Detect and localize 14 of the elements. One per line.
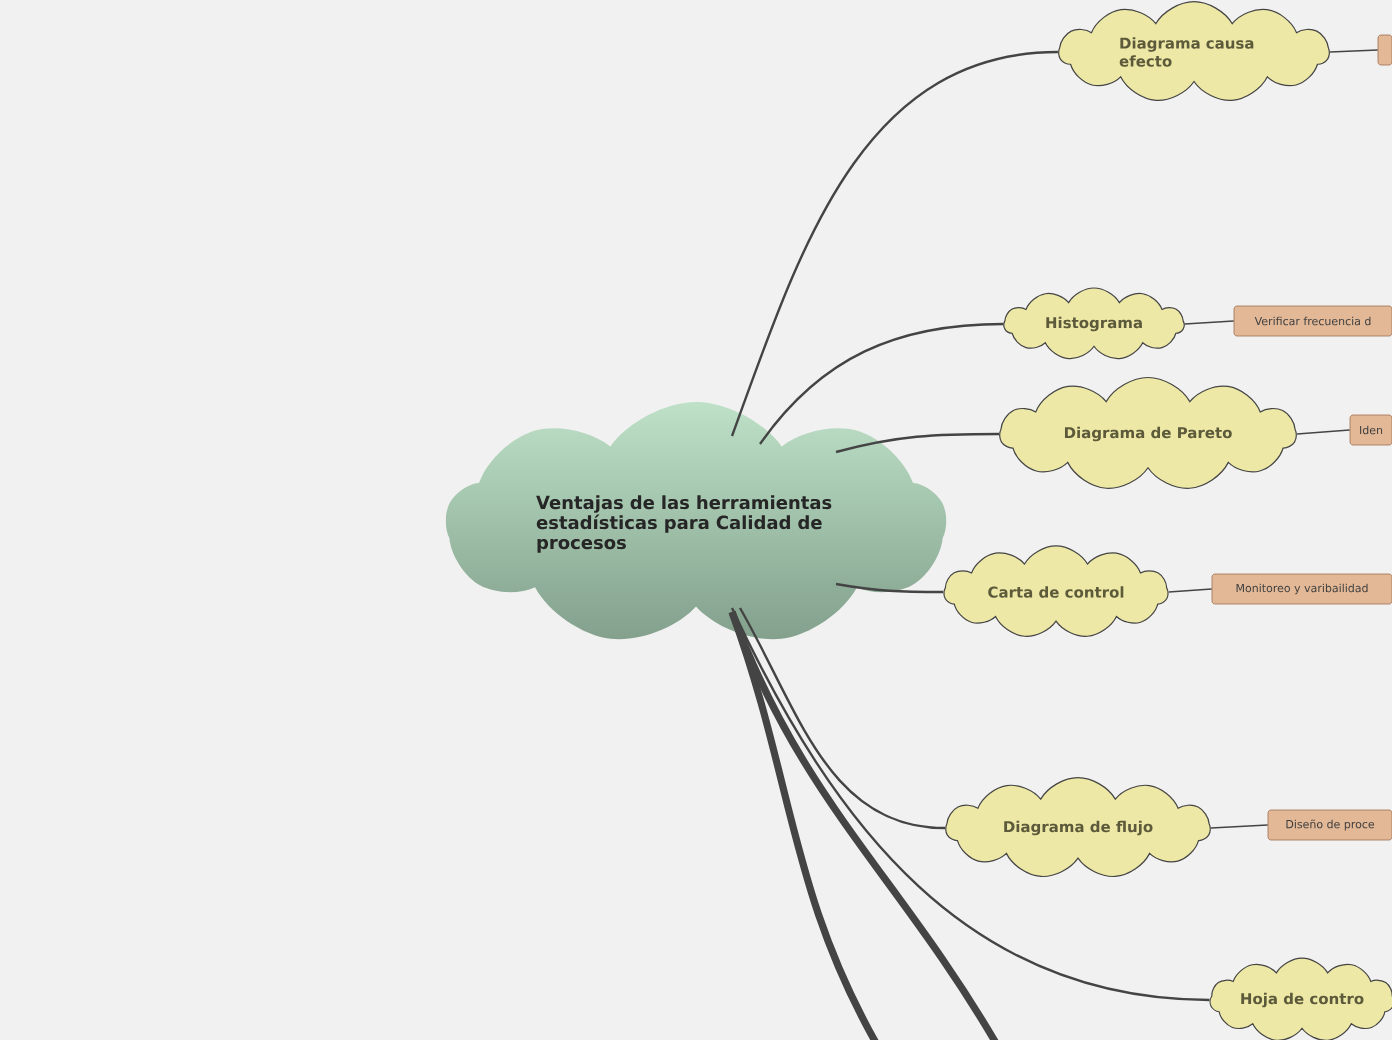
connector-line: [835, 582, 944, 594]
connector-line: [1167, 588, 1213, 593]
connector-line: [730, 50, 1059, 437]
connector-line: [759, 322, 1004, 445]
connector-line: [835, 432, 999, 454]
note-box: [1377, 34, 1392, 66]
connector-line: [1329, 49, 1379, 53]
connector-line: [1183, 320, 1235, 325]
connector-line: [728, 610, 1004, 1040]
connector-line: [730, 607, 1210, 1002]
connector-line: [738, 607, 946, 830]
central-topic-cloud: Ventajas de las herramientas estadísticas para Calidad de procesos: [536, 495, 832, 553]
connector-line: [1296, 429, 1351, 435]
connector-line: [1210, 824, 1269, 829]
